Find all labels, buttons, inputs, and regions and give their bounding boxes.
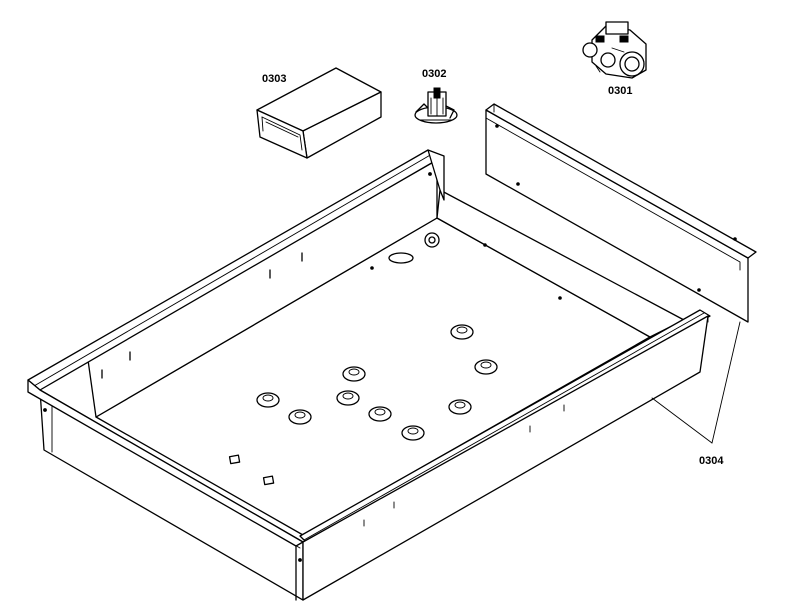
burner-base — [448, 399, 472, 415]
burner-base — [288, 409, 312, 425]
burner-base — [474, 359, 498, 375]
burner-base — [401, 425, 425, 441]
leader-lines-0304 — [651, 321, 741, 444]
label-0304: 0304 — [699, 455, 724, 467]
burner-base — [256, 392, 280, 408]
part-0304-cooktop-pan — [27, 149, 711, 601]
burner-base — [450, 324, 474, 340]
label-0301: 0301 — [608, 85, 632, 97]
burner-base — [368, 406, 392, 422]
part-0302-bracket — [414, 87, 458, 124]
burner-base — [342, 366, 366, 382]
part-0301-gas-valve — [582, 21, 647, 79]
label-0303: 0303 — [262, 73, 286, 85]
burner-base — [336, 390, 360, 406]
part-0304-rear-panel — [485, 103, 757, 323]
part-0303-box — [256, 67, 382, 159]
label-0302: 0302 — [422, 68, 446, 80]
